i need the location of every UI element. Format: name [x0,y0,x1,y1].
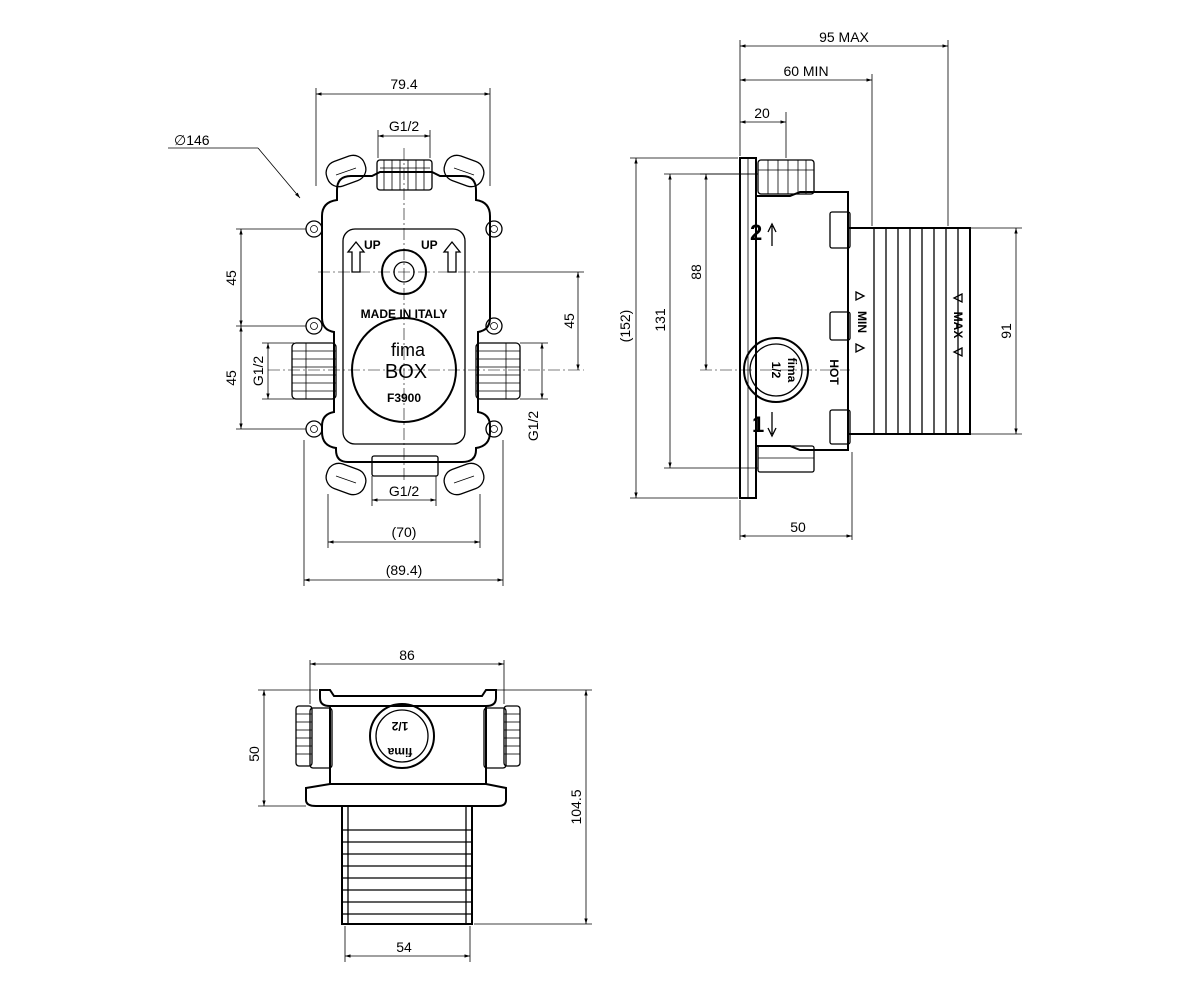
dim-bottom-width-sleeve: 54 [396,939,412,955]
bottom-view: 1/2 fima 86 50 104.5 [246,647,592,962]
dim-g-left: G1/2 [250,356,266,387]
up-arrow-right-icon [442,240,462,273]
bottom-port-brand: fima [387,745,412,759]
dim-spacing-left-top: 45 [223,270,239,286]
bottom-port-size: 1/2 [391,719,408,733]
bottom-base [305,783,507,807]
dim-depth-max: 95 MAX [819,29,869,45]
front-bottom-nut [371,455,439,477]
bottom-right-nut [503,705,521,767]
hot-label: HOT [827,359,841,385]
dim-width-top: 79.4 [390,76,417,92]
port-2-label: 2 [750,220,762,245]
front-view: UP UP MADE IN ITALY fima BOX F3900 79.4 [168,76,584,586]
front-body-outline [321,171,491,463]
dim-bottom-height-total: 104.5 [568,789,584,824]
arrow-up-icon [767,222,777,246]
dim-bottom-height-body: 50 [246,746,262,762]
up-label-left: UP [364,238,381,252]
side-flange [739,157,757,499]
dim-height-overall: (152) [617,310,633,343]
up-label-right: UP [421,238,438,252]
dim-height-88: 88 [688,264,704,280]
side-bottom-stub [757,445,815,473]
bottom-left-nut [295,705,313,767]
dim-g-bottom: G1/2 [389,483,420,499]
dim-height-131: 131 [652,308,668,332]
dim-body-depth: 50 [790,519,806,535]
max-label: MAX [951,312,965,339]
bottom-body [329,705,487,785]
dim-bottom-width-top: 86 [399,647,415,663]
arrow-down-icon [767,412,777,438]
dim-g-right: G1/2 [525,411,541,442]
front-top-nut [376,159,433,191]
min-label: MIN [855,311,869,333]
side-view: fima 1/2 2 1 MIN MAX HOT 95 MAX [617,29,1022,540]
dim-sleeve-height: 91 [998,323,1014,339]
dim-spacing-left-bottom: 45 [223,370,239,386]
box-label: BOX [385,361,427,383]
front-mounting-slots [325,154,485,496]
front-right-nut [475,342,521,400]
dim-diameter: ∅146 [174,132,210,148]
dim-depth-min: 60 MIN [783,63,828,79]
bottom-port [369,703,435,769]
bottom-sleeve [341,806,473,925]
bottom-flange [319,689,497,707]
port-1-label: 1 [752,412,764,437]
dim-spacing-right: 45 [561,313,577,329]
side-body [755,191,849,451]
dim-g-top: G1/2 [389,118,420,134]
side-top-nut [757,159,815,195]
front-left-nut [291,342,337,400]
dim-flange: 20 [754,105,770,121]
side-sleeve [847,227,971,435]
dim-width-overall: (89.4) [386,562,423,578]
up-arrow-left-icon [346,240,366,273]
dim-width-inner: (70) [392,524,417,540]
brand-label: fima [391,340,426,360]
